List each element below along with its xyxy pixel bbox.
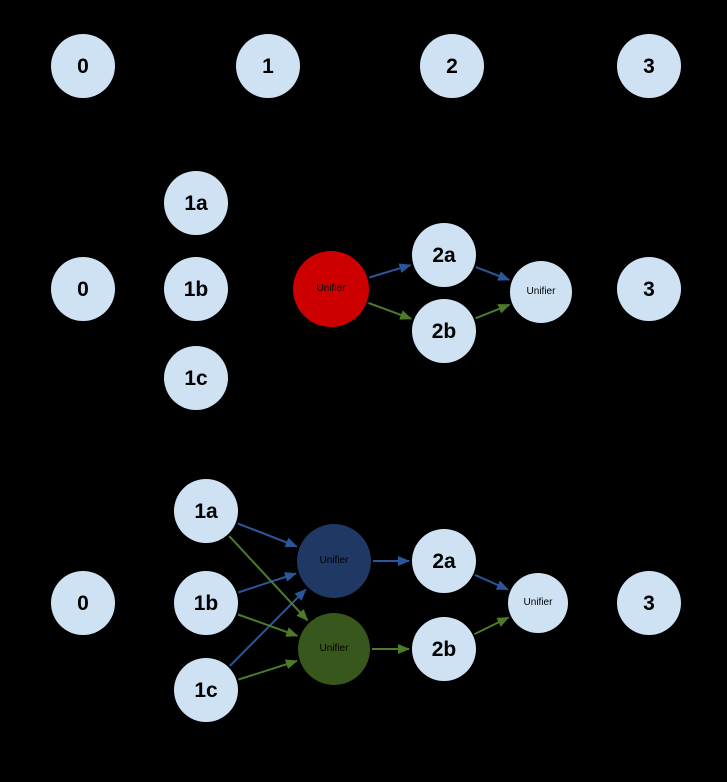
node-label: 2a xyxy=(432,243,456,267)
edge-group xyxy=(228,263,511,681)
edge-r3-2a-to-r3-unifier xyxy=(474,573,509,591)
edge-r2-unifier-red-to-r2-2b xyxy=(368,301,413,320)
node-r3-3: 3 xyxy=(617,571,681,635)
node-label: 3 xyxy=(643,54,655,78)
node-label: 1 xyxy=(262,54,274,78)
node-label: 2a xyxy=(432,549,456,573)
edge-r3-1c-to-r3-unifier-blue xyxy=(229,588,307,667)
node-r1-0: 0 xyxy=(51,34,115,98)
node-label: 0 xyxy=(77,277,89,301)
node-r3-1b: 1b xyxy=(174,571,238,635)
edge-r3-1a-to-r3-unifier-blue xyxy=(237,522,298,548)
edge-r2-2a-to-r2-unifier xyxy=(475,266,511,281)
node-label: 2 xyxy=(446,54,458,78)
node-label: 2b xyxy=(431,319,457,343)
node-label: 1a xyxy=(184,191,208,215)
node-label: 0 xyxy=(77,54,89,78)
node-r2-2b: 2b xyxy=(412,299,476,363)
node-r3-1a: 1a xyxy=(174,479,238,543)
node-r2-2a: 2a xyxy=(412,223,476,287)
node-r2-unifier: Unifier xyxy=(510,261,572,323)
node-label: 0 xyxy=(77,591,89,615)
node-r2-1b: 1b xyxy=(164,257,228,321)
node-r3-2a: 2a xyxy=(412,529,476,593)
node-r2-1c: 1c xyxy=(164,346,228,410)
node-label: 1c xyxy=(194,678,218,702)
node-label: Unifier xyxy=(319,643,349,654)
node-label: 1b xyxy=(193,591,219,615)
node-label: Unifier xyxy=(526,286,556,297)
node-r3-0: 0 xyxy=(51,571,115,635)
node-r3-unifier: Unifier xyxy=(508,573,568,633)
edge-r2-2b-to-r2-unifier xyxy=(475,303,511,320)
node-r1-1: 1 xyxy=(236,34,300,98)
node-r3-1c: 1c xyxy=(174,658,238,722)
edge-r3-1b-to-r3-unifier-blue xyxy=(237,572,297,594)
node-label: 2b xyxy=(431,637,457,661)
edge-r3-2b-to-r3-unifier xyxy=(474,616,510,635)
node-r1-2: 2 xyxy=(420,34,484,98)
node-label: Unifier xyxy=(319,555,349,566)
node-r3-unifier-blue: Unifier xyxy=(297,524,371,598)
node-r3-2b: 2b xyxy=(412,617,476,681)
node-r1-3: 3 xyxy=(617,34,681,98)
node-label: 3 xyxy=(643,277,655,301)
edge-r2-unifier-red-to-r2-2a xyxy=(369,263,412,279)
node-r3-unifier-green: Unifier xyxy=(298,613,370,685)
edge-r3-1c-to-r3-unifier-green xyxy=(238,659,298,681)
edge-r3-1a-to-r3-unifier-green xyxy=(228,535,309,622)
node-label: Unifier xyxy=(523,597,553,608)
node-label: 3 xyxy=(643,591,655,615)
node-r2-3: 3 xyxy=(617,257,681,321)
edge-r3-1b-to-r3-unifier-green xyxy=(237,613,299,637)
node-r2-unifier-red: Unifier xyxy=(293,251,369,327)
node-label: 1c xyxy=(184,366,208,390)
node-r2-0: 0 xyxy=(51,257,115,321)
node-label: 1a xyxy=(194,499,218,523)
node-label: Unifier xyxy=(316,283,346,294)
node-r2-1a: 1a xyxy=(164,171,228,235)
node-label: 1b xyxy=(183,277,209,301)
